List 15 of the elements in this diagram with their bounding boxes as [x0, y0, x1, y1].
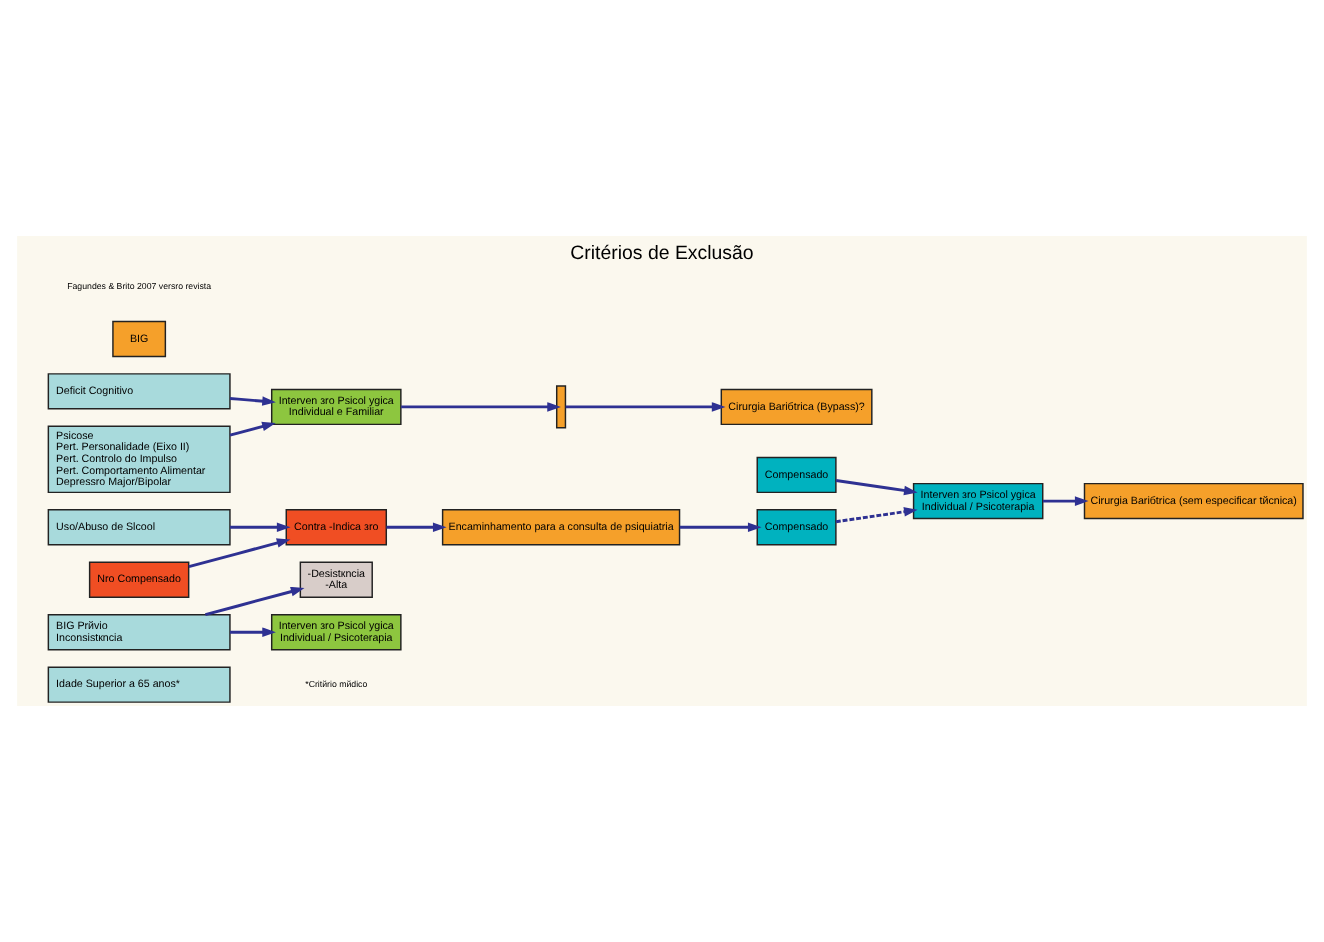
arrow	[230, 627, 276, 637]
arrow	[1042, 496, 1089, 506]
arrow	[205, 586, 305, 617]
arrow	[386, 522, 447, 533]
arrow	[835, 507, 918, 524]
arrow	[229, 421, 276, 437]
arrow	[188, 538, 291, 569]
node-bar	[556, 385, 567, 429]
arrow	[679, 522, 762, 533]
arrow	[565, 402, 726, 412]
arrow	[835, 479, 918, 496]
arrow	[229, 396, 276, 406]
arrow	[230, 522, 291, 533]
arrow	[401, 402, 561, 412]
diagram-title: Critérios de Exclusão	[570, 243, 754, 266]
